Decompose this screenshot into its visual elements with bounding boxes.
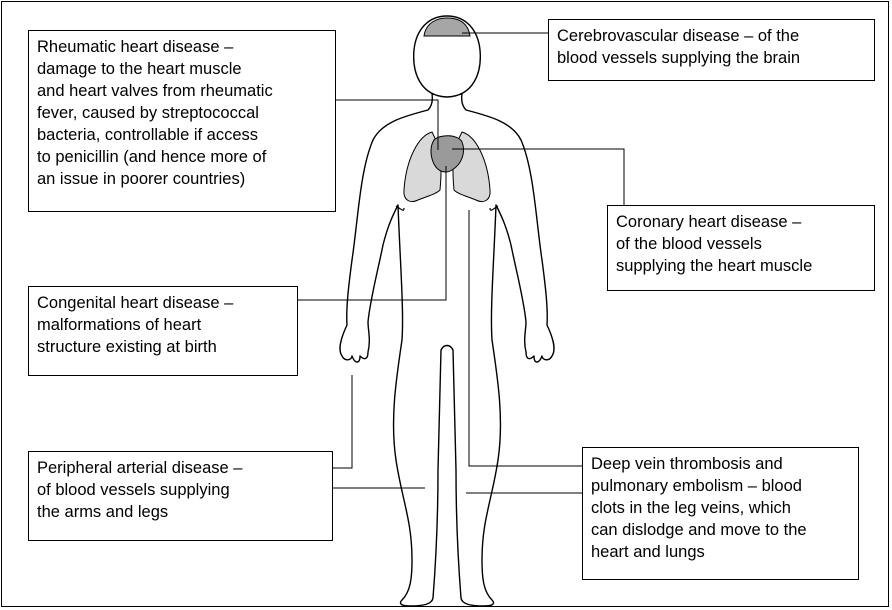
callout-cerebrovascular: Cerebrovascular disease – of the blood v… [548,19,875,81]
callout-coronary: Coronary heart disease – of the blood ve… [607,205,875,291]
body-outline [340,16,554,606]
leader-peripheral-arm [333,375,352,468]
callout-dvt: Deep vein thrombosis and pulmonary embol… [582,447,859,580]
callout-congenital: Congenital heart disease – malformations… [28,286,298,376]
leader-lines [298,33,624,493]
callout-rheumatic: Rheumatic heart disease – damage to the … [28,30,336,212]
callout-peripheral: Peripheral arterial disease – of blood v… [28,451,333,541]
